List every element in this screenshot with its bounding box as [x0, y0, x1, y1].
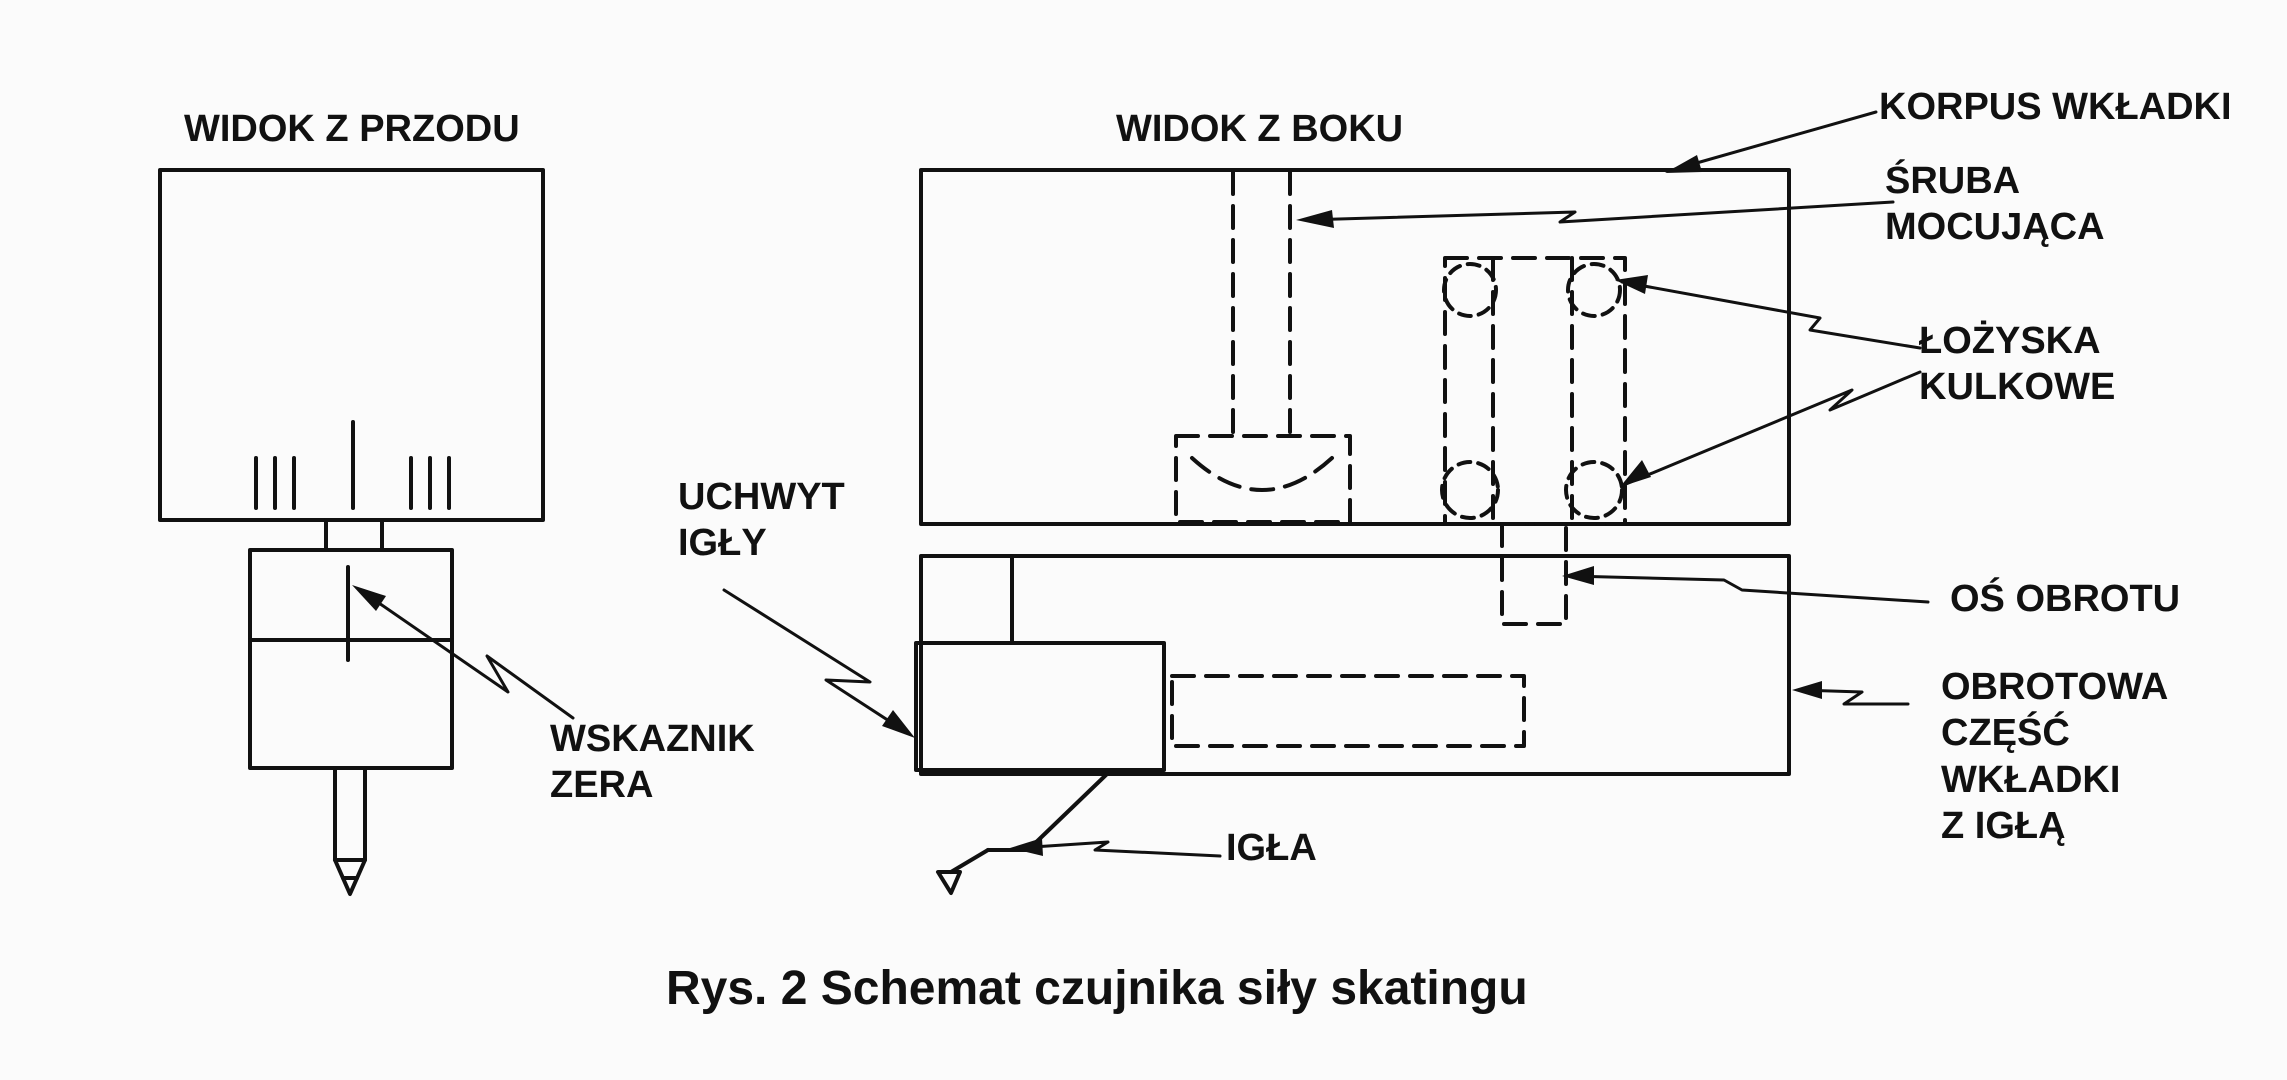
label-wskaznik-line2: ZERA: [550, 764, 654, 807]
label-uchwyt-igly: UCHWYT IGŁY: [678, 474, 845, 567]
needle-holder: [914, 641, 1166, 772]
front-rotating-part: [248, 548, 454, 770]
leader-lozyska-top: [1620, 280, 1922, 350]
arrowheads: [352, 155, 1822, 856]
label-lozyska-line1: ŁOŻYSKA: [1919, 320, 2101, 362]
front-view-title: WIDOK Z PRZODU: [184, 108, 520, 150]
internal-slot: [1170, 674, 1526, 748]
arrow-igla: [1010, 838, 1043, 856]
bearing-bottom-left: [1440, 460, 1500, 520]
arrow-wskaznik: [352, 585, 386, 611]
arrow-lozyska-bottom: [1620, 460, 1651, 487]
leader-obrotowa: [1798, 688, 1910, 706]
bearing-housing: [1443, 256, 1627, 526]
label-sruba-mocujaca: ŚRUBA MOCUJĄCA: [1885, 158, 2105, 251]
bearing-top-left: [1442, 262, 1498, 318]
side-view-title: WIDOK Z BOKU: [1116, 108, 1404, 150]
label-wskaznik-zera: WSKAZNIK ZERA: [550, 716, 755, 809]
label-obrotowa-line2: CZĘŚĆ: [1941, 712, 2070, 755]
side-view: [914, 168, 1791, 895]
label-uchwyt-line1: UCHWYT: [678, 476, 845, 518]
arrow-obrotowa: [1792, 681, 1822, 699]
leader-sruba: [1303, 200, 1895, 224]
leader-lines: [358, 110, 1930, 858]
arrow-uchwyt: [882, 710, 915, 738]
arrow-lozyska-top: [1615, 275, 1648, 294]
label-os-obrotu: OŚ OBROTU: [1950, 578, 2181, 620]
side-needle-tip: [936, 870, 962, 895]
label-wskaznik-line1: WSKAZNIK: [550, 718, 755, 760]
arrow-os-obrotu: [1562, 566, 1594, 585]
leader-lozyska-bottom: [1624, 370, 1922, 486]
front-needle-shaft: [333, 766, 367, 862]
label-obrotowa-line4: Z IGŁĄ: [1941, 805, 2066, 848]
label-lozyska-line2: KULKOWE: [1919, 366, 2116, 409]
rotation-axis: [1500, 522, 1568, 626]
label-sruba-line2: MOCUJĄCA: [1885, 206, 2105, 249]
ball-bearings: [1440, 262, 1624, 520]
leader-igla: [1016, 840, 1222, 858]
label-obrotowa-line1: OBROTOWA: [1941, 666, 2169, 708]
arrow-korpus: [1665, 155, 1702, 173]
label-korpus-wkladki: KORPUS WKŁADKI: [1879, 86, 2232, 128]
front-neck: [324, 518, 384, 552]
label-uchwyt-line2: IGŁY: [678, 522, 767, 565]
label-sruba-line1: ŚRUBA: [1885, 160, 2021, 202]
label-obrotowa-czesc: OBROTOWA CZĘŚĆ WKŁADKI Z IGŁĄ: [1941, 664, 2168, 849]
label-lozyska-kulkowe: ŁOŻYSKA KULKOWE: [1919, 318, 2115, 411]
needle-cantilever: [986, 772, 1109, 852]
screw-nut: [1174, 434, 1352, 524]
label-obrotowa-line3: WKŁADKI: [1941, 758, 2121, 801]
figure-caption: Rys. 2 Schemat czujnika siły skatingu: [666, 962, 1528, 1015]
leader-korpus: [1670, 110, 1878, 172]
side-cartridge-body: [919, 168, 1791, 526]
bearing-bottom-right: [1564, 460, 1624, 520]
arrow-sruba: [1296, 210, 1334, 228]
leader-os-obrotu: [1568, 574, 1930, 604]
front-scale-marks: [254, 420, 451, 510]
front-view: [158, 168, 545, 896]
hidden-lines: [1170, 170, 1627, 748]
leader-wskaznik: [358, 588, 575, 720]
side-rotating-part: [919, 554, 1791, 776]
bearing-top-right: [1566, 262, 1622, 318]
leader-uchwyt: [722, 588, 908, 734]
label-igla: IGŁA: [1226, 827, 1317, 869]
